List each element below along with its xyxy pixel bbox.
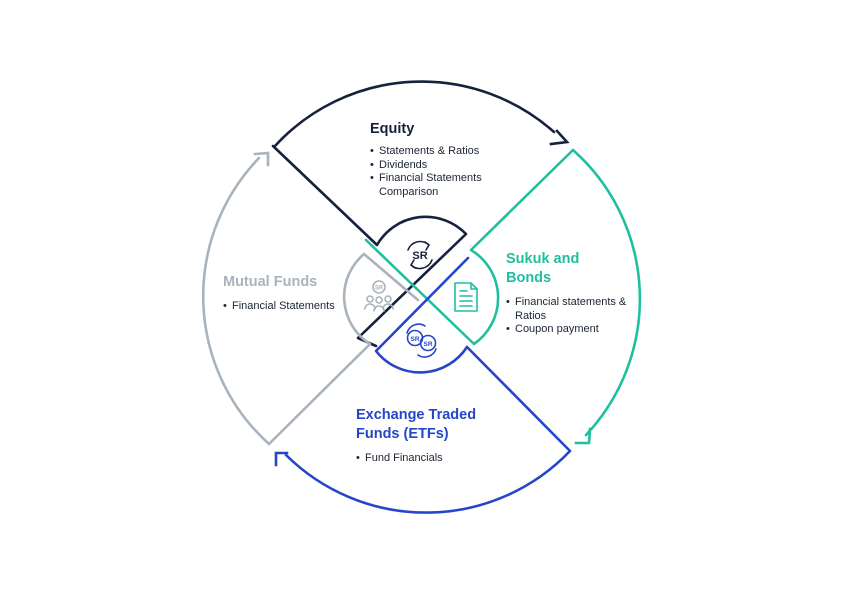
etf-segment [284, 256, 572, 514]
sr-text: SR [410, 336, 419, 343]
equity-item: Statements & Ratios [370, 145, 530, 159]
sr-text: SR [423, 341, 432, 348]
sukuk-arrowhead [574, 427, 592, 445]
sukuk-list: Financial statements & Ratios Coupon pay… [506, 296, 636, 337]
mutual-arrowhead [253, 151, 270, 167]
equity-item: Financial Statements Comparison [370, 172, 497, 199]
sukuk-item: Coupon payment [506, 323, 636, 337]
etf-title: Funds (ETFs) [356, 426, 449, 442]
equity-arrowhead [549, 129, 570, 146]
equity-list: Statements & Ratios Dividends Financial … [370, 145, 530, 199]
mutual-segment [201, 156, 420, 446]
equity-title: Equity [370, 121, 415, 137]
sukuk-title: Sukuk and [506, 251, 580, 267]
double-sr-exchange-icon: SR SR [406, 323, 437, 358]
etf-arrowhead [274, 451, 289, 467]
sr-text: SR [375, 286, 384, 292]
etf-list: Fund Financials [356, 452, 526, 466]
mutual-funds-title: Mutual Funds [223, 274, 318, 290]
sr-refresh-icon: SR [407, 240, 433, 270]
etf-label: Exchange Traded Funds (ETFs) Fund Financ… [356, 406, 526, 466]
equity-label: Equity Statements & Ratios Dividends Fin… [370, 120, 530, 199]
sr-text: SR [412, 250, 427, 262]
sukuk-item: Financial statements & Ratios [506, 296, 627, 323]
document-icon [454, 282, 478, 312]
sukuk-label: Sukuk and Bonds Financial statements & R… [506, 250, 636, 337]
etf-item: Fund Financials [356, 452, 526, 466]
equity-item: Dividends [370, 159, 530, 173]
mutual-funds-item: Financial Statements [223, 300, 353, 314]
mutual-funds-list: Financial Statements [223, 300, 353, 314]
sukuk-title: Bonds [506, 270, 552, 286]
etf-title: Exchange Traded [356, 407, 477, 423]
sukuk-segment [364, 148, 642, 437]
mutual-funds-label: Mutual Funds Financial Statements [223, 273, 353, 314]
sr-people-group-icon: SR [364, 280, 394, 312]
equity-segment [271, 80, 556, 348]
